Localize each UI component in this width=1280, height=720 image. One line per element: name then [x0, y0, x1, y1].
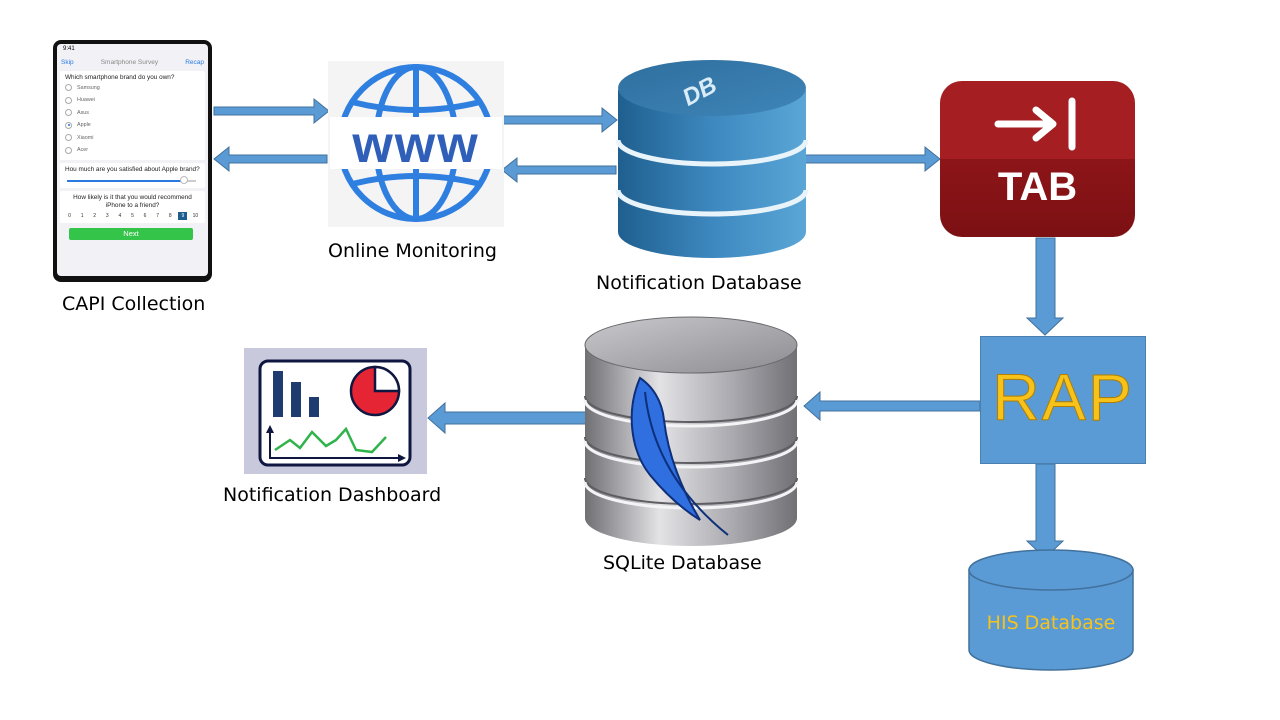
satisfaction-slider[interactable]: [65, 175, 200, 185]
label-capi-collection: CAPI Collection: [62, 293, 206, 315]
tab-text: TAB: [997, 165, 1078, 209]
scale-option[interactable]: 7: [156, 213, 160, 219]
option-label: Asus: [77, 109, 89, 116]
phone-screen: 9:41 Skip Smartphone Survey Recap Which …: [57, 44, 208, 276]
next-button[interactable]: Next: [69, 228, 193, 240]
question-brand-text: Which smartphone brand do you own?: [65, 74, 175, 81]
scale-option[interactable]: 2: [93, 213, 97, 219]
scale-option[interactable]: 5: [131, 213, 134, 219]
rap-text: RAP: [992, 360, 1134, 435]
scale-option[interactable]: 6: [143, 213, 147, 219]
option-row[interactable]: Acer: [65, 144, 200, 157]
option-label: Xiaomi: [77, 134, 94, 141]
arrow-www-to-capi: [213, 145, 328, 173]
scale-option[interactable]: 3: [105, 213, 109, 219]
database-icon: DB: [615, 60, 809, 258]
dashboard-icon: [244, 348, 427, 474]
www-text: www: [351, 116, 479, 174]
label-notification-database: Notification Database: [596, 272, 802, 294]
radio-button[interactable]: [65, 109, 72, 117]
capi-phone: 9:41 Skip Smartphone Survey Recap Which …: [53, 40, 212, 282]
label-notification-dashboard: Notification Dashboard: [223, 484, 442, 506]
radio-button-selected[interactable]: [65, 121, 72, 129]
option-row[interactable]: Samsung: [65, 82, 200, 95]
arrow-notification-db-to-www: [501, 156, 617, 184]
rap-box: RAP: [980, 336, 1146, 464]
scale-option[interactable]: 0: [68, 213, 71, 219]
phone-navbar: Skip Smartphone Survey Recap: [57, 56, 208, 68]
scale-option-selected[interactable]: 9: [178, 212, 188, 220]
option-row[interactable]: Asus: [65, 107, 200, 120]
recommend-scale: 0 1 2 3 4 5 6 7 8 9 10: [65, 212, 200, 220]
his-database-icon: [968, 549, 1134, 671]
question-recommend: How likely is it that you would recommen…: [60, 191, 205, 223]
recap-link[interactable]: Recap: [185, 58, 204, 66]
arrow-rap-to-his: [1025, 463, 1065, 559]
option-row[interactable]: Xiaomi: [65, 132, 200, 145]
option-row[interactable]: Huawei: [65, 94, 200, 107]
label-sqlite-database: SQLite Database: [603, 552, 762, 574]
slider-knob[interactable]: [180, 176, 188, 184]
radio-button[interactable]: [65, 134, 72, 142]
sqlite-database-icon: [583, 316, 799, 546]
survey-title: Smartphone Survey: [100, 58, 159, 66]
option-label: Huawei: [77, 97, 95, 104]
phone-status-time: 9:41: [63, 46, 75, 52]
scale-option[interactable]: 4: [118, 213, 122, 219]
option-label: Samsung: [77, 84, 100, 91]
question-satisfaction-text: Hou much are you satisfied about Apple b…: [65, 165, 200, 173]
globe-icon: www: [328, 61, 504, 227]
feather-icon: [630, 376, 729, 536]
option-label: Apple: [77, 122, 91, 129]
arrow-www-to-notification-db: [502, 106, 618, 134]
arrow-capi-to-www: [213, 97, 330, 125]
question-recommend-text: How likely is it that you would recommen…: [73, 194, 192, 209]
scale-option[interactable]: 10: [192, 213, 199, 219]
arrow-rap-to-sqlite: [803, 390, 981, 422]
arrow-notification-db-to-tab: [804, 145, 941, 173]
label-online-monitoring: Online Monitoring: [328, 240, 497, 262]
tab-logo-icon: TAB: [940, 81, 1135, 237]
option-row[interactable]: Apple: [65, 119, 200, 132]
arrow-tab-to-rap: [1025, 237, 1065, 336]
arrow-sqlite-to-dashboard: [427, 401, 589, 435]
label-his-database: HIS Database: [986, 612, 1116, 634]
option-label: Acer: [77, 147, 89, 154]
radio-button[interactable]: [65, 96, 72, 104]
question-brand: Which smartphone brand do you own? Samsu…: [60, 71, 205, 160]
question-satisfaction: Hou much are you satisfied about Apple b…: [60, 162, 205, 188]
radio-button[interactable]: [65, 84, 72, 92]
scale-option[interactable]: 8: [168, 213, 172, 219]
scale-option[interactable]: 1: [80, 213, 84, 219]
radio-button[interactable]: [65, 146, 72, 154]
skip-link[interactable]: Skip: [61, 58, 74, 66]
